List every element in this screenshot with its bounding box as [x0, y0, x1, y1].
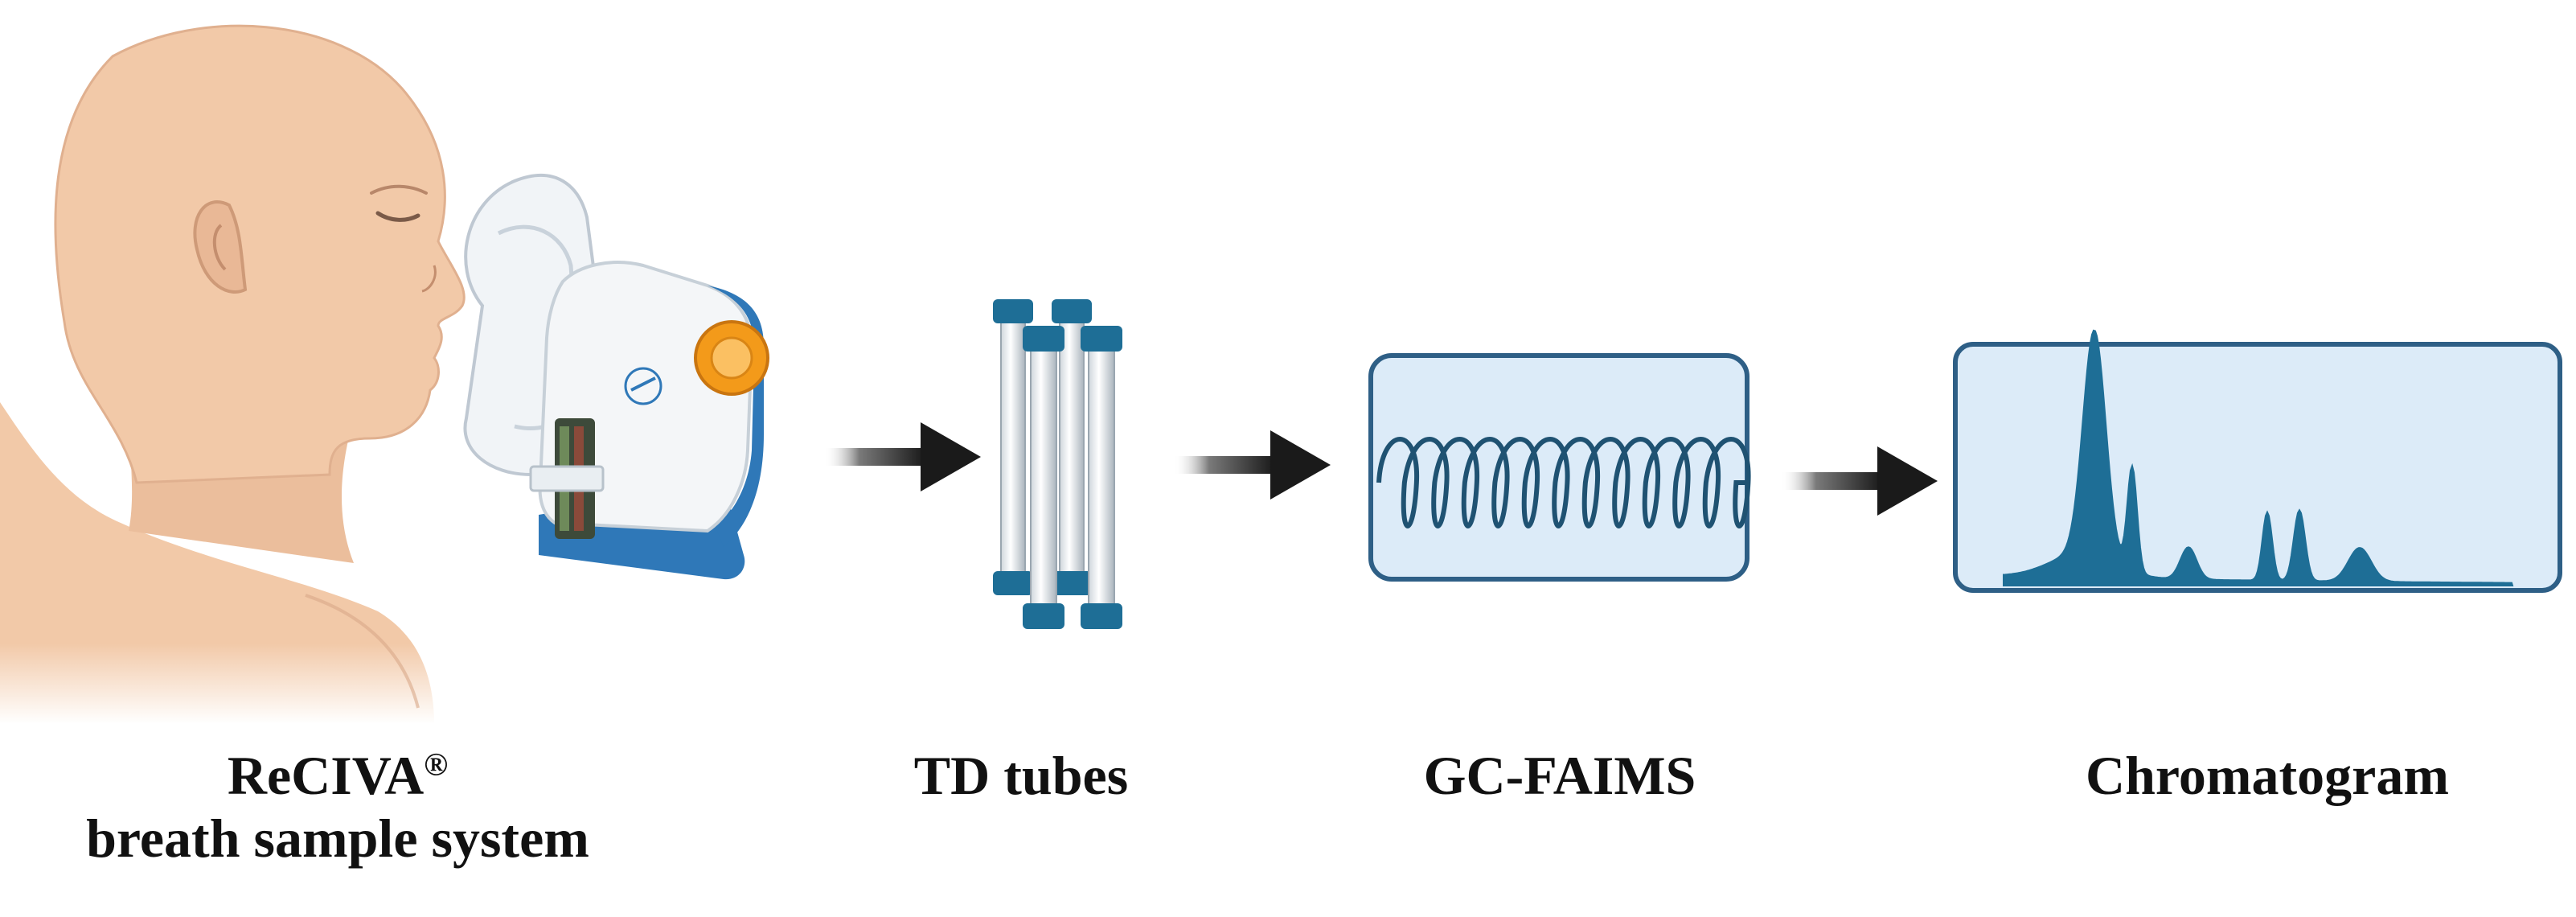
td-tubes-icon: [993, 299, 1122, 629]
person-head-icon: [0, 24, 466, 724]
reciva-name: ReCIVA: [227, 745, 425, 806]
arrow-1: [824, 422, 981, 491]
coil-icon: [1376, 437, 1751, 528]
label-gc-faims: GC-FAIMS: [1423, 745, 1696, 806]
label-chromatogram: Chromatogram: [2086, 745, 2449, 806]
arrow-3: [1781, 446, 1938, 516]
reciva-device-icon: [529, 261, 769, 580]
arrow-2: [1174, 430, 1331, 500]
chromatogram-panel: [1953, 329, 2562, 593]
chromatogram-icon: [2003, 329, 2514, 586]
reciva-subtitle: breath sample system: [86, 808, 589, 869]
gc-faims-panel: [1368, 353, 1751, 582]
registered-mark: ®: [424, 746, 449, 783]
label-reciva: ReCIVA® breath sample system: [16, 744, 659, 870]
label-td-tubes: TD tubes: [913, 745, 1129, 806]
